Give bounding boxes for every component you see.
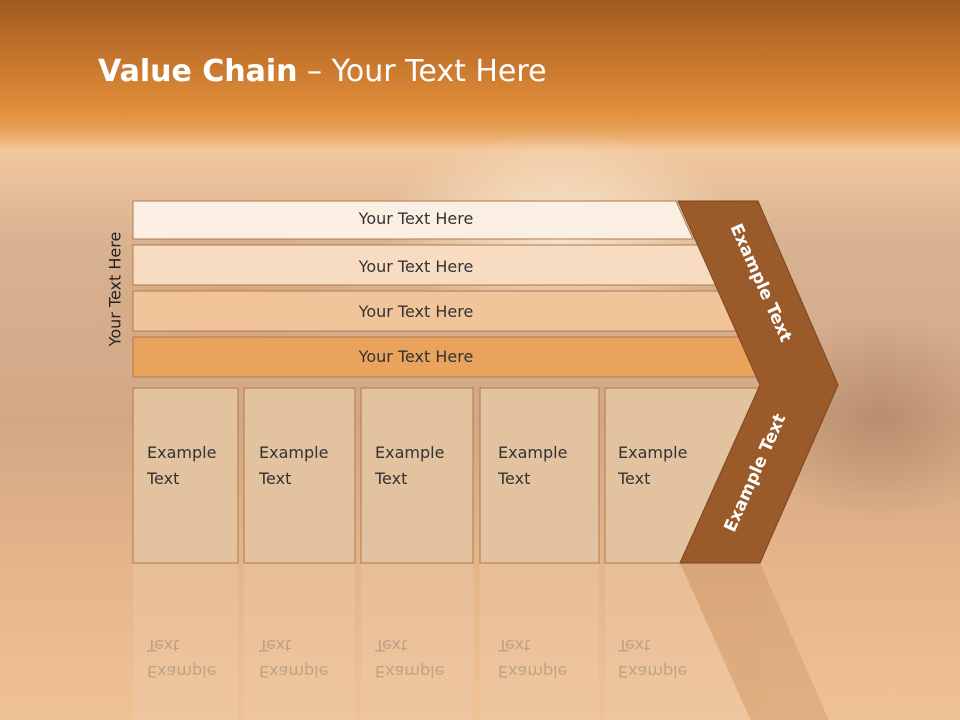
column-1-line2: Text [146, 469, 179, 488]
reflection-text-5: Text [617, 636, 650, 655]
row-3-label: Your Text Here [358, 302, 474, 321]
diagram-reflection [133, 563, 829, 720]
chevron-arrow[interactable] [677, 200, 839, 564]
reflection-texts: Text Text Text Text Text Example Example… [146, 636, 687, 681]
column-2-line1: Example [259, 443, 328, 462]
reflection-text-7: Example [259, 662, 328, 681]
reflection-text-10: Example [618, 662, 687, 681]
reflection-column-2 [244, 563, 355, 720]
reflection-column-1 [133, 563, 238, 720]
row-2-label: Your Text Here [358, 257, 474, 276]
reflection-text-1: Text [146, 636, 179, 655]
reflection-text-4: Text [497, 636, 530, 655]
column-3[interactable] [360, 387, 474, 564]
title-bar [0, 0, 960, 150]
row-1-label: Your Text Here [358, 209, 474, 228]
reflection-text-9: Example [498, 662, 567, 681]
reflection-column-3 [361, 563, 473, 720]
column-3-line1: Example [375, 443, 444, 462]
column-4[interactable] [479, 387, 600, 564]
row-1[interactable] [132, 200, 694, 240]
column-5-line1: Example [618, 443, 687, 462]
row-4-label: Your Text Here [358, 347, 474, 366]
column-1-line1: Example [147, 443, 216, 462]
reflection-column-5 [605, 563, 752, 720]
title-rest: – Your Text Here [297, 54, 547, 89]
reflection-column-4 [480, 563, 599, 720]
column-3-line2: Text [374, 469, 407, 488]
column-1[interactable] [132, 387, 239, 564]
column-2[interactable] [243, 387, 356, 564]
reflection-text-2: Text [258, 636, 291, 655]
slide-title: Value Chain – Your Text Here [98, 54, 547, 89]
column-2-line2: Text [258, 469, 291, 488]
column-5-line2: Text [617, 469, 650, 488]
column-4-line1: Example [498, 443, 567, 462]
reflection-text-3: Text [374, 636, 407, 655]
reflection-chevron [680, 563, 829, 720]
column-4-line2: Text [497, 469, 530, 488]
title-bold: Value Chain [98, 54, 298, 89]
reflection-text-6: Example [147, 662, 216, 681]
reflection-text-8: Example [375, 662, 444, 681]
